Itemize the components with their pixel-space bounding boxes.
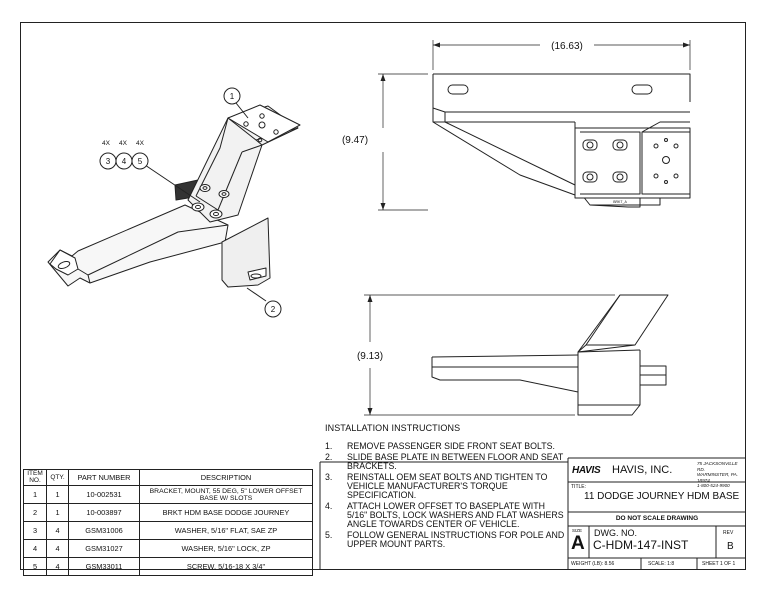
- size-value: A: [571, 533, 585, 554]
- bom-part: 10-002531: [68, 485, 140, 504]
- step-text: SLIDE BASE PLATE IN BETWEEN FLOOR AND SE…: [347, 452, 564, 471]
- isometric-view: [47, 102, 301, 302]
- table-row: 5 4 GSM33011 SCREW, 5/16-18 X 3/4": [23, 557, 313, 576]
- weight: WEIGHT (LB): 8.56: [571, 561, 615, 567]
- balloon-2: [264, 300, 282, 318]
- bom-part: GSM31006: [68, 521, 140, 540]
- balloon-3-label: 3: [106, 157, 111, 166]
- balloon-1: [223, 87, 241, 105]
- company-address: 75 JACKSONVILLE RD. WARMINSTER, PA. 1897…: [697, 461, 745, 489]
- step-number: 3.: [325, 472, 333, 482]
- step-text: REINSTALL OEM SEAT BOLTS AND TIGHTEN TO …: [347, 472, 548, 500]
- table-row: 4 4 GSM31027 WASHER, 5/16" LOCK, ZP: [23, 539, 313, 558]
- side-view: [364, 294, 669, 416]
- qty-label-3: 4X: [102, 140, 111, 147]
- bom-item: 3: [23, 521, 47, 540]
- bom-desc: BRKT HDM BASE DODGE JOURNEY: [139, 503, 313, 522]
- rev-label: REV: [723, 530, 734, 536]
- bom-part: 10-003897: [68, 503, 140, 522]
- instructions-list: 1. REMOVE PASSENGER SIDE FRONT SEAT BOLTS…: [325, 442, 565, 549]
- bom-item: 5: [23, 557, 47, 576]
- step-number: 1.: [325, 441, 333, 451]
- dwg-number: C-HDM-147-INST: [593, 538, 689, 552]
- table-row: 1 1 10-002531 BRACKET, MOUNT, 55 DEG, 5"…: [23, 485, 313, 504]
- qty-label-5: 4X: [136, 140, 145, 147]
- bom-desc: WASHER, 5/16" LOCK, ZP: [139, 539, 313, 558]
- address-line-1: 75 JACKSONVILLE RD.: [697, 461, 738, 472]
- list-item: 1. REMOVE PASSENGER SIDE FRONT SEAT BOLTS…: [325, 442, 565, 451]
- step-text: FOLLOW GENERAL INSTRUCTIONS FOR POLE AND…: [347, 530, 565, 549]
- bom-header-row: ITEM NO. QTY. PART NUMBER DESCRIPTION: [23, 469, 313, 486]
- dimension-height-side: (9.13): [357, 351, 383, 362]
- step-number: 2.: [325, 452, 333, 462]
- bom-header-desc: DESCRIPTION: [139, 469, 313, 486]
- list-item: 3. REINSTALL OEM SEAT BOLTS AND TIGHTEN T…: [325, 473, 565, 500]
- dwg-no-label: DWG. NO.: [594, 528, 637, 538]
- dimension-width: (16.63): [551, 41, 583, 52]
- bom-header-qty: QTY.: [46, 469, 69, 486]
- sheet-number: SHEET 1 OF 1: [702, 561, 736, 567]
- instructions-heading: INSTALLATION INSTRUCTIONS: [325, 423, 461, 433]
- title-label: TITLE:: [571, 484, 587, 490]
- bom-qty: 4: [46, 539, 69, 558]
- bom-desc: SCREW, 5/16-18 X 3/4": [139, 557, 313, 576]
- step-number: 4.: [325, 501, 333, 511]
- table-row: 2 1 10-003897 BRKT HDM BASE DODGE JOURNE…: [23, 503, 313, 522]
- bom-qty: 1: [46, 485, 69, 504]
- bom-item: 1: [23, 485, 47, 504]
- bom-qty: 4: [46, 557, 69, 576]
- company-name: HAVIS, INC.: [612, 464, 673, 476]
- bom-qty: 1: [46, 503, 69, 522]
- bom-qty: 4: [46, 521, 69, 540]
- phone-number: 1-800-524-9900: [697, 483, 730, 488]
- top-view: [378, 40, 698, 211]
- balloon-5-label: 5: [138, 157, 143, 166]
- company-logo: HAVIS: [572, 465, 601, 476]
- step-number: 5.: [325, 530, 333, 540]
- part-mark: BRKT_A: [613, 200, 627, 204]
- bom-header-part: PART NUMBER: [68, 469, 140, 486]
- list-item: 5. FOLLOW GENERAL INSTRUCTIONS FOR POLE A…: [325, 531, 565, 549]
- installation-instructions: INSTALLATION INSTRUCTIONS 1. REMOVE PASSE…: [325, 424, 565, 551]
- bom-header-item: ITEM NO.: [23, 469, 47, 486]
- bill-of-materials-table: ITEM NO. QTY. PART NUMBER DESCRIPTION 1 …: [23, 469, 313, 576]
- drawing-sheet-border: [20, 22, 746, 570]
- size-label: SIZE: [572, 528, 583, 533]
- qty-label-4: 4X: [119, 140, 128, 147]
- balloon-1-label: 1: [230, 92, 235, 101]
- balloon-2-label: 2: [271, 305, 276, 314]
- title-block-lines: [319, 457, 746, 570]
- callout-balloons: [99, 87, 282, 318]
- bom-desc: BRACKET, MOUNT, 55 DEG, 5" LOWER OFFSET …: [139, 485, 313, 504]
- dimension-height-top: (9.47): [342, 135, 368, 146]
- address-line-2: WARMINSTER, PA. 18974: [697, 472, 738, 483]
- bom-item: 2: [23, 503, 47, 522]
- step-text: REMOVE PASSENGER SIDE FRONT SEAT BOLTS.: [347, 441, 555, 451]
- drawing-title: 11 DODGE JOURNEY HDM BASE: [584, 491, 740, 502]
- balloon-4-label: 4: [122, 157, 127, 166]
- rev-value: B: [727, 541, 734, 552]
- bom-desc: WASHER, 5/16" FLAT, SAE ZP: [139, 521, 313, 540]
- bom-item: 4: [23, 539, 47, 558]
- list-item: 4. ATTACH LOWER OFFSET TO BASEPLATE WITH …: [325, 502, 565, 529]
- table-row: 3 4 GSM31006 WASHER, 5/16" FLAT, SAE ZP: [23, 521, 313, 540]
- balloon-5: [131, 152, 149, 170]
- list-item: 2. SLIDE BASE PLATE IN BETWEEN FLOOR AND …: [325, 453, 565, 471]
- scale: SCALE: 1:8: [648, 561, 675, 567]
- bom-part: GSM31027: [68, 539, 140, 558]
- bom-part: GSM33011: [68, 557, 140, 576]
- step-text: ATTACH LOWER OFFSET TO BASEPLATE WITH 5/…: [347, 501, 564, 529]
- scale-notice: DO NOT SCALE DRAWING: [615, 515, 699, 522]
